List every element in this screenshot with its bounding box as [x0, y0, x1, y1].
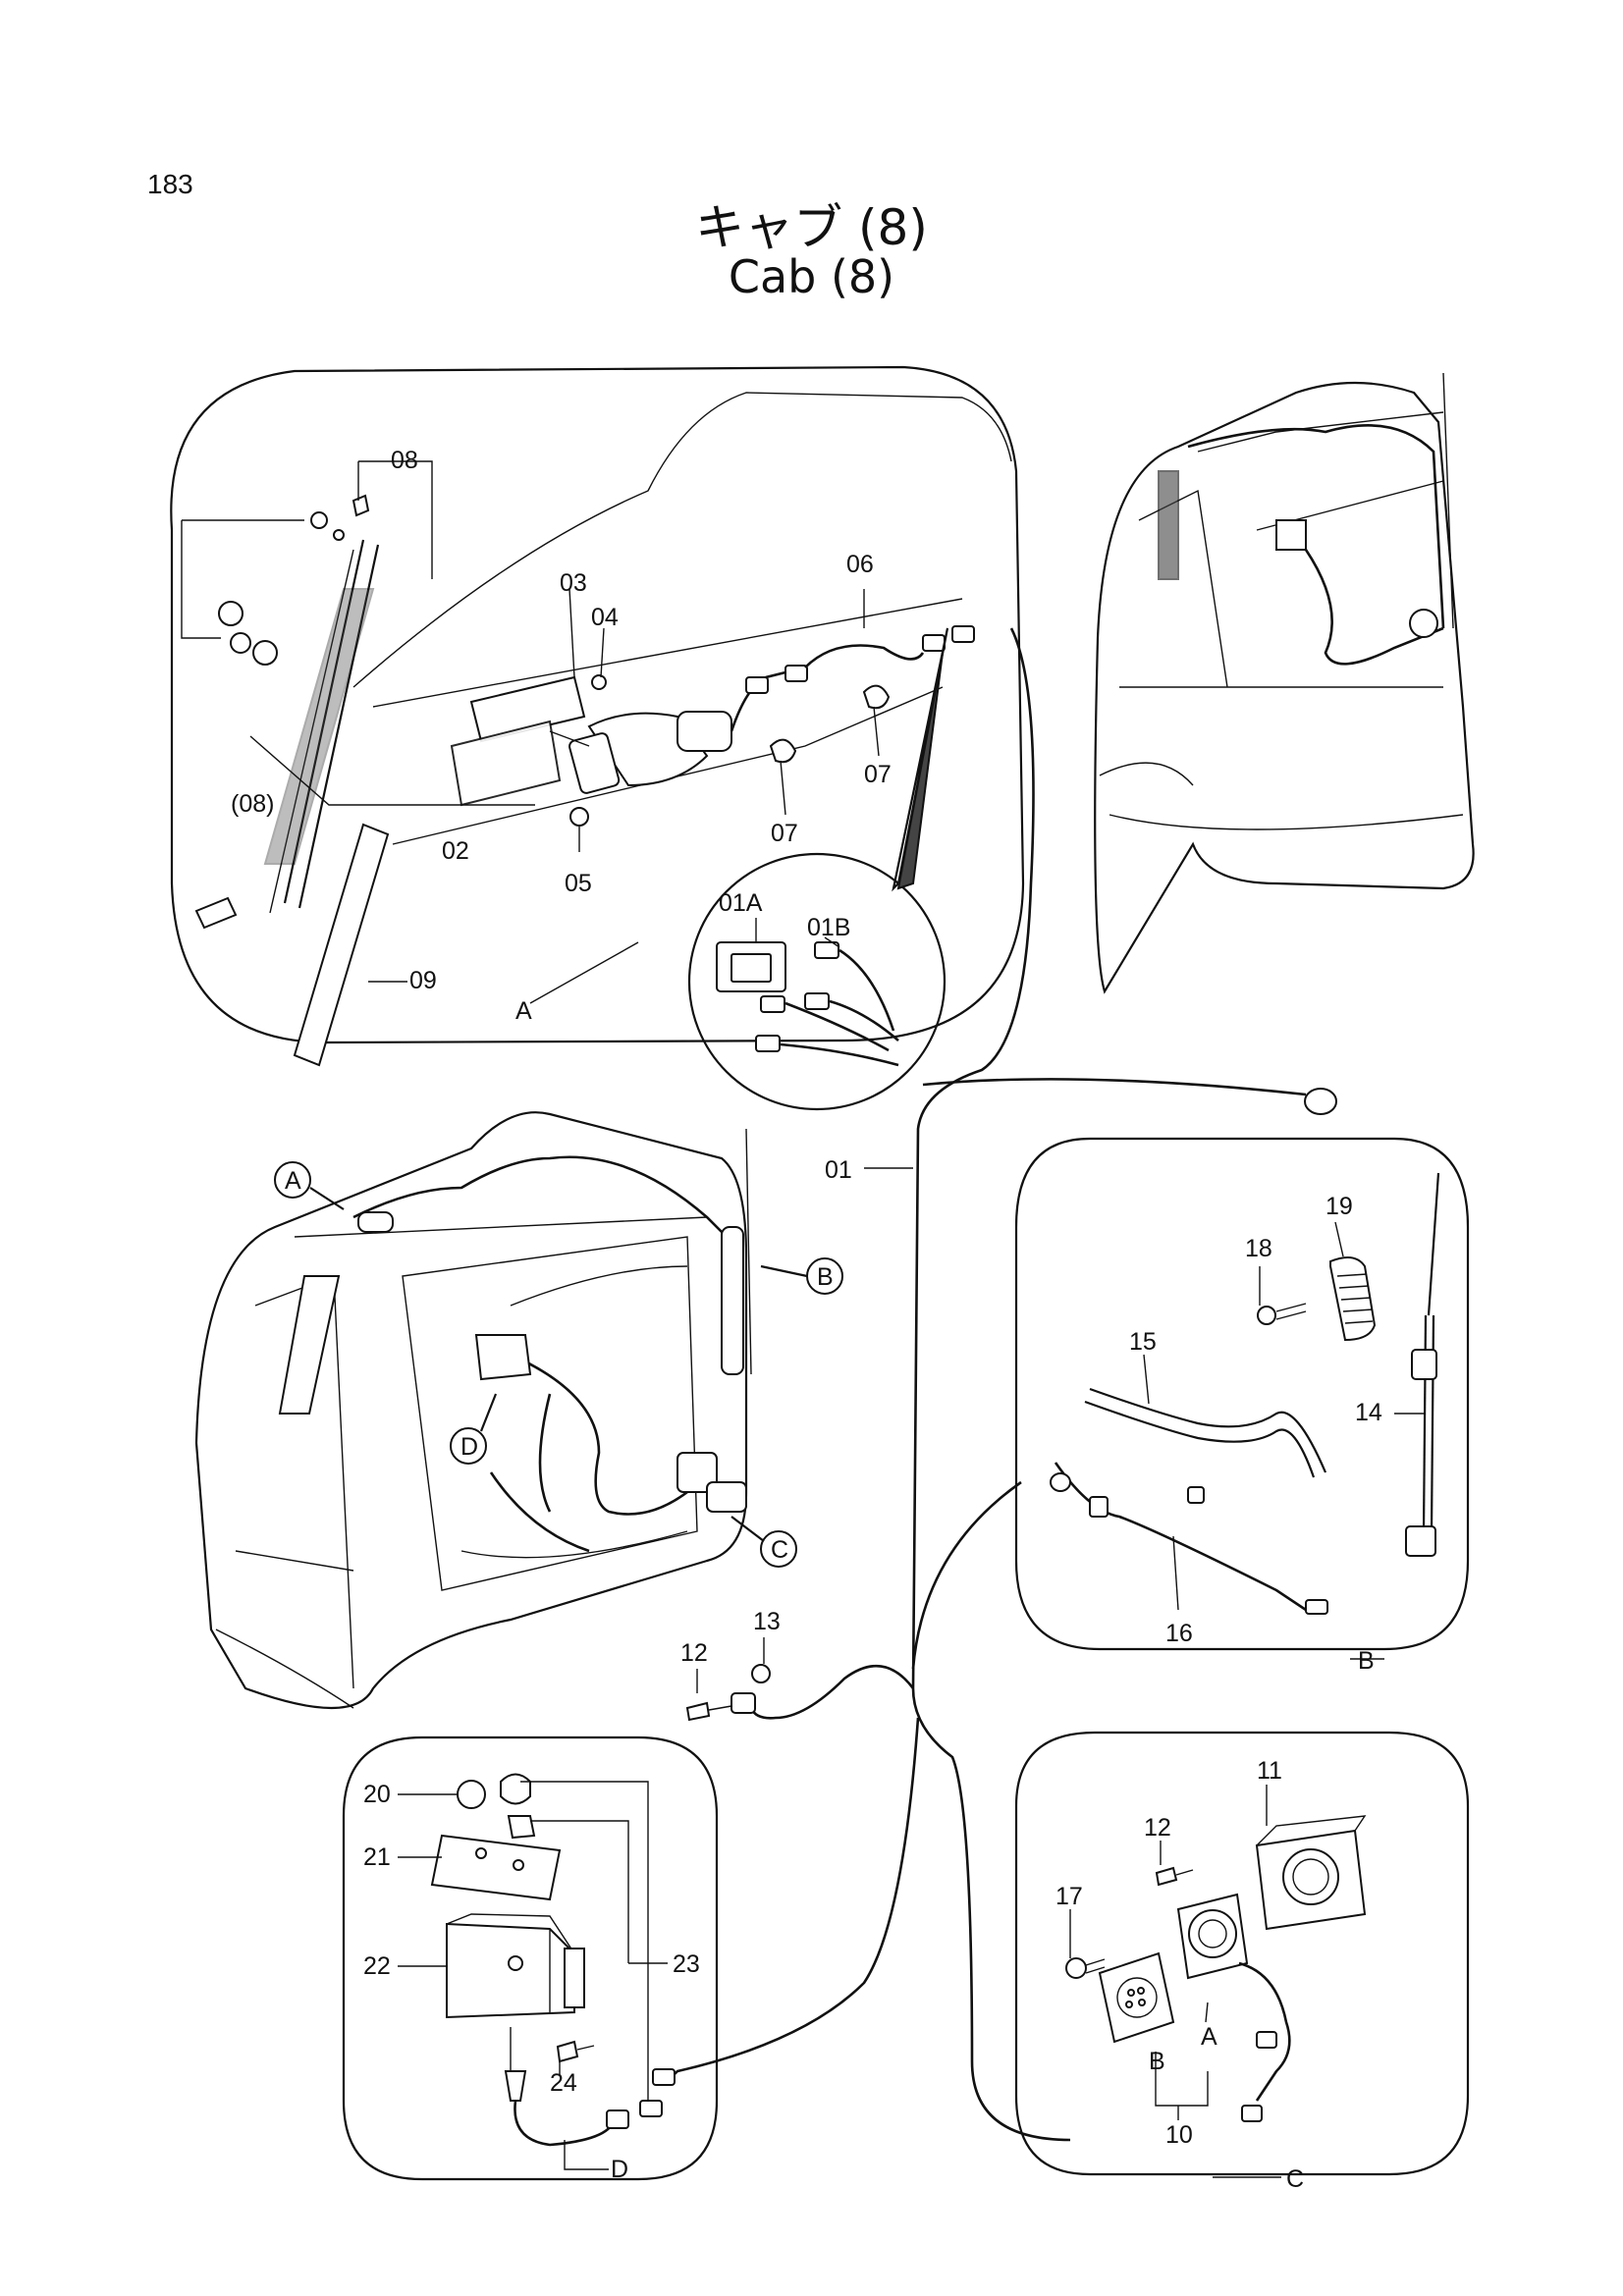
- callout-d: D: [460, 1433, 478, 1461]
- label-04: 04: [591, 604, 619, 631]
- label-08-paren: (08): [231, 790, 274, 818]
- label-view-c: C: [1286, 2165, 1304, 2193]
- harness-01: [652, 627, 1337, 2142]
- detail-c-panel: [1014, 1731, 1470, 2178]
- label-09: 09: [409, 967, 437, 994]
- label-01: 01: [825, 1156, 852, 1184]
- label-14: 14: [1355, 1399, 1382, 1426]
- detail-d-panel: [342, 1735, 719, 2181]
- label-02: 02: [442, 837, 469, 865]
- label-20: 20: [363, 1781, 391, 1808]
- label-01a: 01A: [719, 889, 763, 917]
- label-view-d: D: [611, 2156, 628, 2183]
- page-title-en: Cab (8): [728, 250, 895, 303]
- label-12a: 12: [680, 1639, 708, 1667]
- label-sub-a: A: [1201, 2023, 1217, 2051]
- label-08: 08: [391, 447, 418, 474]
- label-07a: 07: [771, 820, 798, 847]
- connector-closeup: [687, 627, 949, 1111]
- label-11: 11: [1257, 1757, 1282, 1785]
- label-21: 21: [363, 1843, 391, 1871]
- page-title-jp: キャブ (8): [695, 199, 928, 256]
- label-22: 22: [363, 1952, 391, 1980]
- label-16: 16: [1165, 1620, 1193, 1647]
- label-23: 23: [673, 1950, 700, 1978]
- label-view-b: B: [1358, 1647, 1375, 1675]
- callout-c: C: [771, 1536, 788, 1564]
- label-sub-b: B: [1149, 2048, 1165, 2075]
- label-03: 03: [560, 569, 587, 597]
- callout-a: A: [285, 1167, 301, 1195]
- label-12b: 12: [1144, 1814, 1171, 1842]
- detail-a-panel: [170, 365, 1025, 1067]
- detail-b-panel: [1014, 1137, 1470, 1660]
- label-24: 24: [550, 2069, 577, 2097]
- label-10: 10: [1165, 2121, 1193, 2149]
- label-01b: 01B: [807, 914, 850, 941]
- label-view-a: A: [515, 997, 532, 1025]
- part-labels: 08 03 04 06 (08) 02 05 07 07 09 A 01A 01…: [231, 447, 1382, 2193]
- label-07b: 07: [864, 761, 892, 788]
- page-number: 183: [147, 169, 193, 199]
- label-15: 15: [1129, 1328, 1157, 1356]
- callout-b: B: [817, 1263, 834, 1291]
- label-06: 06: [846, 551, 874, 578]
- bolt-nut-group: [685, 1637, 771, 1722]
- label-18: 18: [1245, 1235, 1272, 1262]
- cab-main-view: [194, 1111, 843, 1709]
- cab-overview-right: [1094, 372, 1475, 994]
- label-13: 13: [753, 1608, 781, 1635]
- label-05: 05: [565, 870, 592, 897]
- label-17: 17: [1055, 1883, 1083, 1910]
- label-19: 19: [1325, 1193, 1353, 1220]
